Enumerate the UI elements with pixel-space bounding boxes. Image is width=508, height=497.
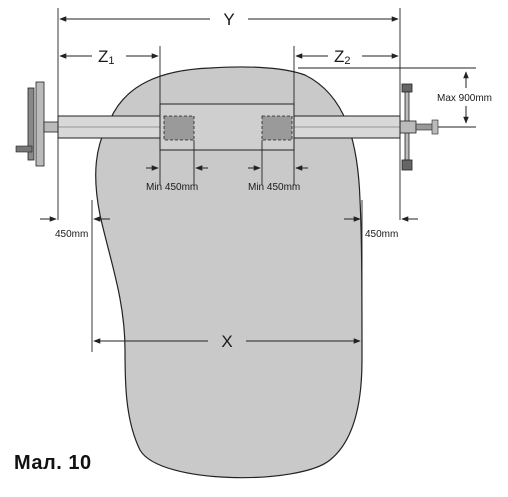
label-min-left: Min 450mm (146, 182, 198, 193)
dim-clear-left: 450mm (40, 216, 110, 240)
dim-min-left: Min 450mm (146, 165, 208, 193)
dim-max-height: Max 900mm (437, 71, 492, 124)
label-z1: Z1 (98, 47, 115, 67)
label-clear-left: 450mm (55, 229, 88, 240)
label-y: Y (223, 10, 234, 29)
label-x: X (221, 332, 232, 351)
label-min-right: Min 450mm (248, 182, 300, 193)
dim-z2: Z2 (295, 47, 399, 67)
dim-x: X (93, 332, 361, 351)
dim-y: Y (59, 10, 399, 29)
extension-lines (57, 8, 476, 352)
dim-clear-right: 450mm (344, 216, 418, 240)
figure-caption: Мал. 10 (14, 452, 92, 474)
dim-z1: Z1 (59, 47, 159, 67)
right-clamp (399, 83, 439, 171)
label-z2: Z2 (334, 47, 351, 67)
pad-right (261, 115, 293, 141)
left-handwheel (15, 81, 59, 167)
pad-left (163, 115, 195, 141)
label-clear-right: 450mm (365, 229, 398, 240)
label-max-height: Max 900mm (437, 93, 492, 104)
dim-min-right: Min 450mm (248, 165, 308, 193)
